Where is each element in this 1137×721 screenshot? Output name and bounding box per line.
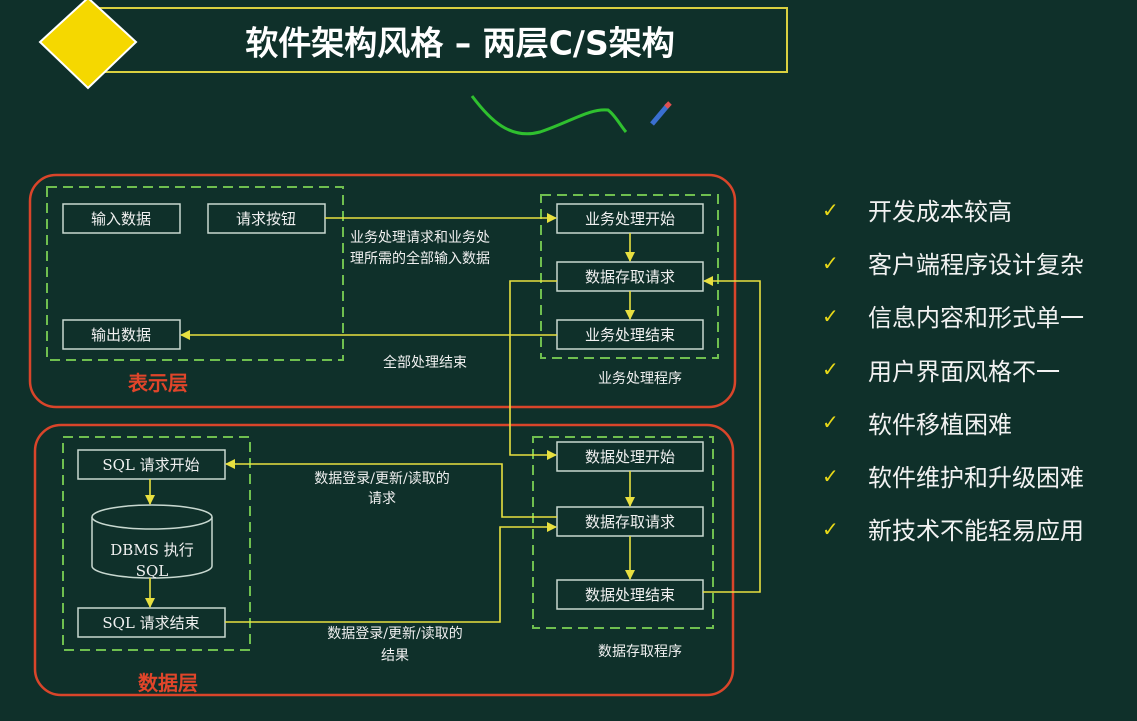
dbms-group: [62, 436, 251, 651]
end-label: 全部处理结束: [383, 354, 467, 371]
check-icon: ✓: [822, 357, 839, 382]
svg-text:SQL: SQL: [136, 562, 169, 580]
data-layer-label: 数据层: [138, 671, 198, 695]
flow-arrows: [145, 213, 761, 623]
svg-text:数据存取请求: 数据存取请求: [585, 268, 675, 286]
list-item: ✓软件维护和升级困难: [822, 463, 1084, 493]
svg-text:业务处理结束: 业务处理结束: [585, 326, 675, 344]
data-end-box: 数据处理结束: [556, 579, 704, 610]
check-icon: ✓: [822, 463, 839, 488]
svg-text:业务处理开始: 业务处理开始: [585, 210, 675, 228]
list-item: ✓客户端程序设计复杂: [822, 250, 1084, 280]
pen-icon: [650, 101, 672, 126]
check-icon: ✓: [822, 516, 839, 541]
svg-text:数据处理结束: 数据处理结束: [585, 586, 675, 604]
request-button-box: 请求按钮: [207, 203, 326, 234]
svg-text:数据处理开始: 数据处理开始: [585, 448, 675, 466]
business-end-box: 业务处理结束: [556, 319, 704, 350]
list-item: ✓软件移植困难: [822, 410, 1012, 439]
sql-start-box: SQL 请求开始: [77, 449, 226, 480]
list-item: ✓用户界面风格不一: [822, 357, 1060, 386]
presentation-layer: [28, 173, 737, 409]
check-icon: ✓: [822, 197, 839, 222]
svg-text:输入数据: 输入数据: [91, 210, 151, 228]
svg-text:请求按钮: 请求按钮: [236, 210, 296, 228]
sql-result-label-2: 结果: [381, 648, 409, 664]
svg-text:输出数据: 输出数据: [91, 326, 151, 344]
request-label-2: 理所需的全部输入数据: [350, 250, 490, 267]
page-title: 软件架构风格 – 两层C/S架构: [245, 24, 675, 63]
business-start-box: 业务处理开始: [556, 203, 704, 234]
annotation-stroke: [470, 95, 628, 136]
client-group: [46, 186, 344, 361]
check-icon: ✓: [822, 250, 839, 275]
business-program-group: [540, 194, 719, 359]
data-access-request-box-bottom: 数据存取请求: [556, 506, 704, 537]
sql-request-label-2: 请求: [368, 491, 396, 507]
data-access-program-group: [532, 436, 714, 629]
sql-result-label: 数据登录/更新/读取的: [327, 625, 462, 642]
list-item: ✓新技术不能轻易应用: [822, 516, 1084, 546]
input-data-box: 输入数据: [62, 203, 181, 234]
database-icon: DBMS 执行 SQL: [91, 504, 213, 580]
request-label: 业务处理请求和业务处: [350, 230, 490, 246]
check-icon: ✓: [822, 303, 839, 328]
svg-text:SQL 请求开始: SQL 请求开始: [102, 456, 199, 474]
output-data-box: 输出数据: [62, 319, 181, 350]
svg-text:DBMS 执行: DBMS 执行: [110, 541, 193, 559]
list-item: ✓信息内容和形式单一: [822, 303, 1084, 333]
business-program-label: 业务处理程序: [598, 371, 682, 387]
check-icon: ✓: [822, 410, 839, 435]
data-access-request-box-top: 数据存取请求: [556, 261, 704, 292]
svg-text:SQL 请求结束: SQL 请求结束: [102, 614, 199, 632]
data-start-box: 数据处理开始: [556, 441, 704, 472]
data-access-program-label: 数据存取程序: [598, 644, 682, 660]
sql-request-label: 数据登录/更新/读取的: [314, 470, 449, 487]
data-layer: [33, 423, 735, 697]
sql-end-box: SQL 请求结束: [77, 607, 226, 638]
diamond-icon: [38, 0, 138, 90]
drawbacks-list: ✓开发成本较高 ✓客户端程序设计复杂 ✓信息内容和形式单一 ✓用户界面风格不一 …: [822, 183, 1084, 555]
list-item: ✓开发成本较高: [822, 197, 1012, 227]
presentation-layer-label: 表示层: [128, 371, 188, 395]
svg-text:数据存取请求: 数据存取请求: [585, 513, 675, 531]
